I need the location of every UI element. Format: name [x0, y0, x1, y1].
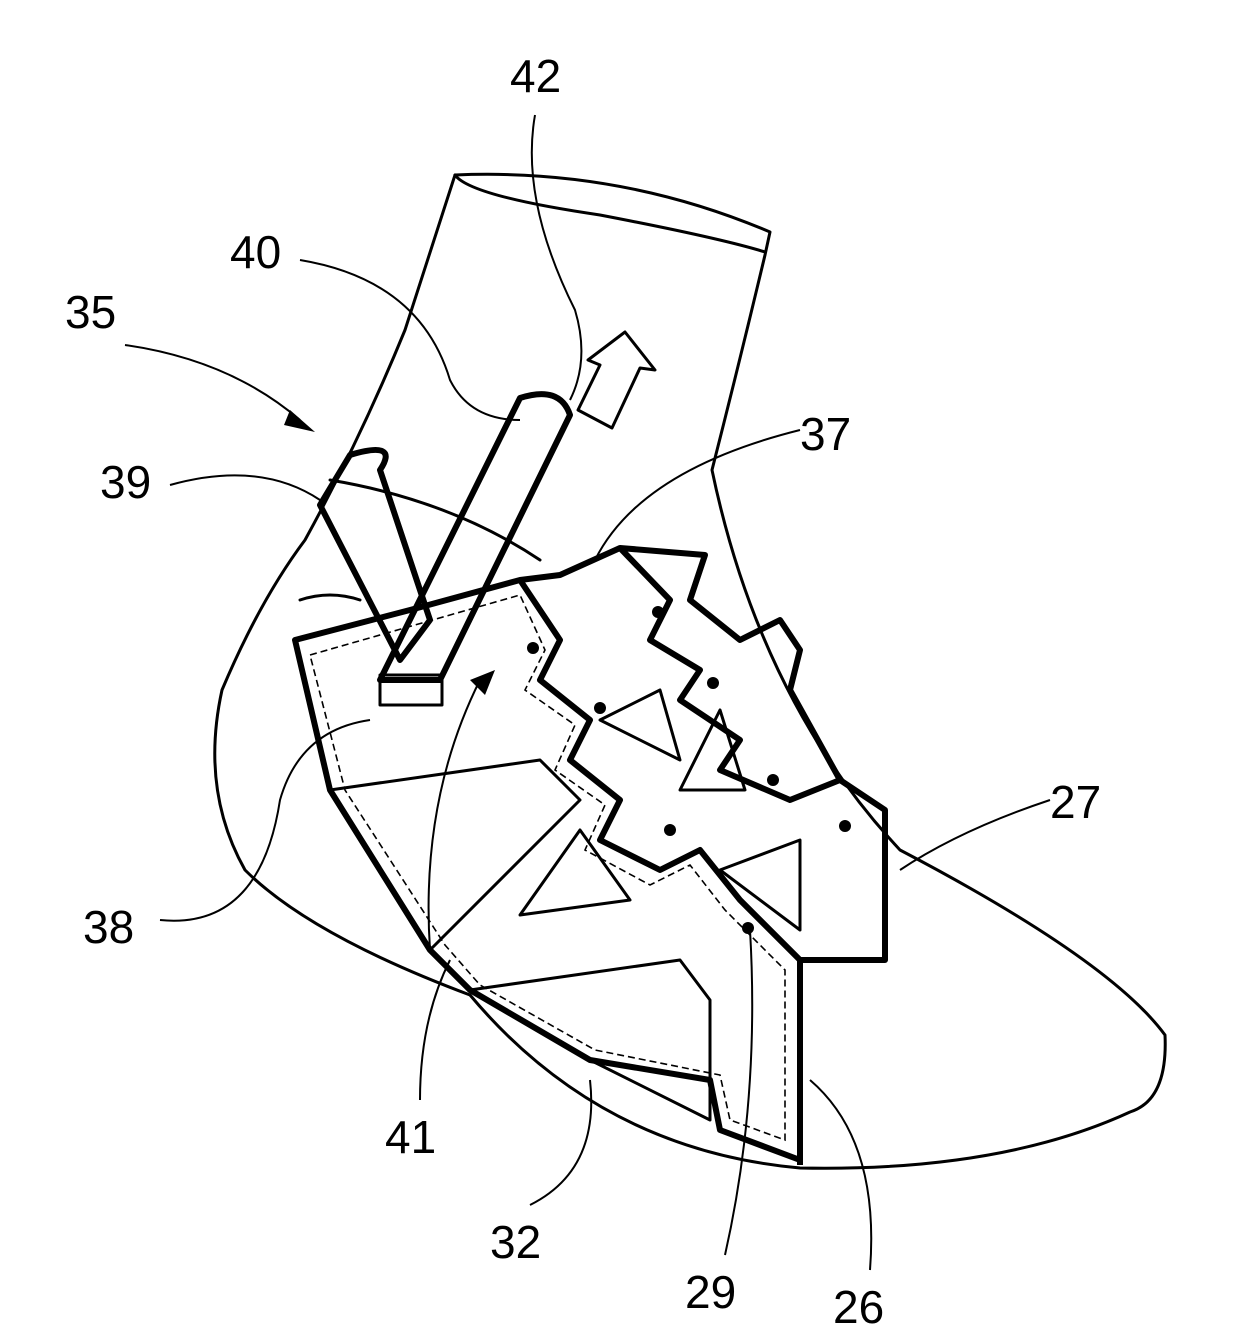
label-26: 26	[833, 1281, 884, 1333]
label-32: 32	[490, 1216, 541, 1268]
leader-lines	[159, 114, 1051, 1271]
label-37: 37	[800, 408, 851, 460]
label-41: 41	[385, 1111, 436, 1163]
straps	[317, 391, 573, 707]
sock-outline	[213, 172, 1167, 1170]
label-40: 40	[230, 226, 281, 278]
label-29: 29	[685, 1266, 736, 1318]
brace-panel	[292, 545, 888, 1165]
label-39: 39	[100, 456, 151, 508]
arrows	[124, 330, 657, 951]
eyelets	[527, 606, 851, 934]
label-38: 38	[83, 901, 134, 953]
label-35: 35	[65, 286, 116, 338]
reference-numerals: 42 40 35 37 39 27 38 41 32 29 26	[65, 50, 1101, 1333]
label-27: 27	[1050, 776, 1101, 828]
label-42: 42	[510, 50, 561, 102]
